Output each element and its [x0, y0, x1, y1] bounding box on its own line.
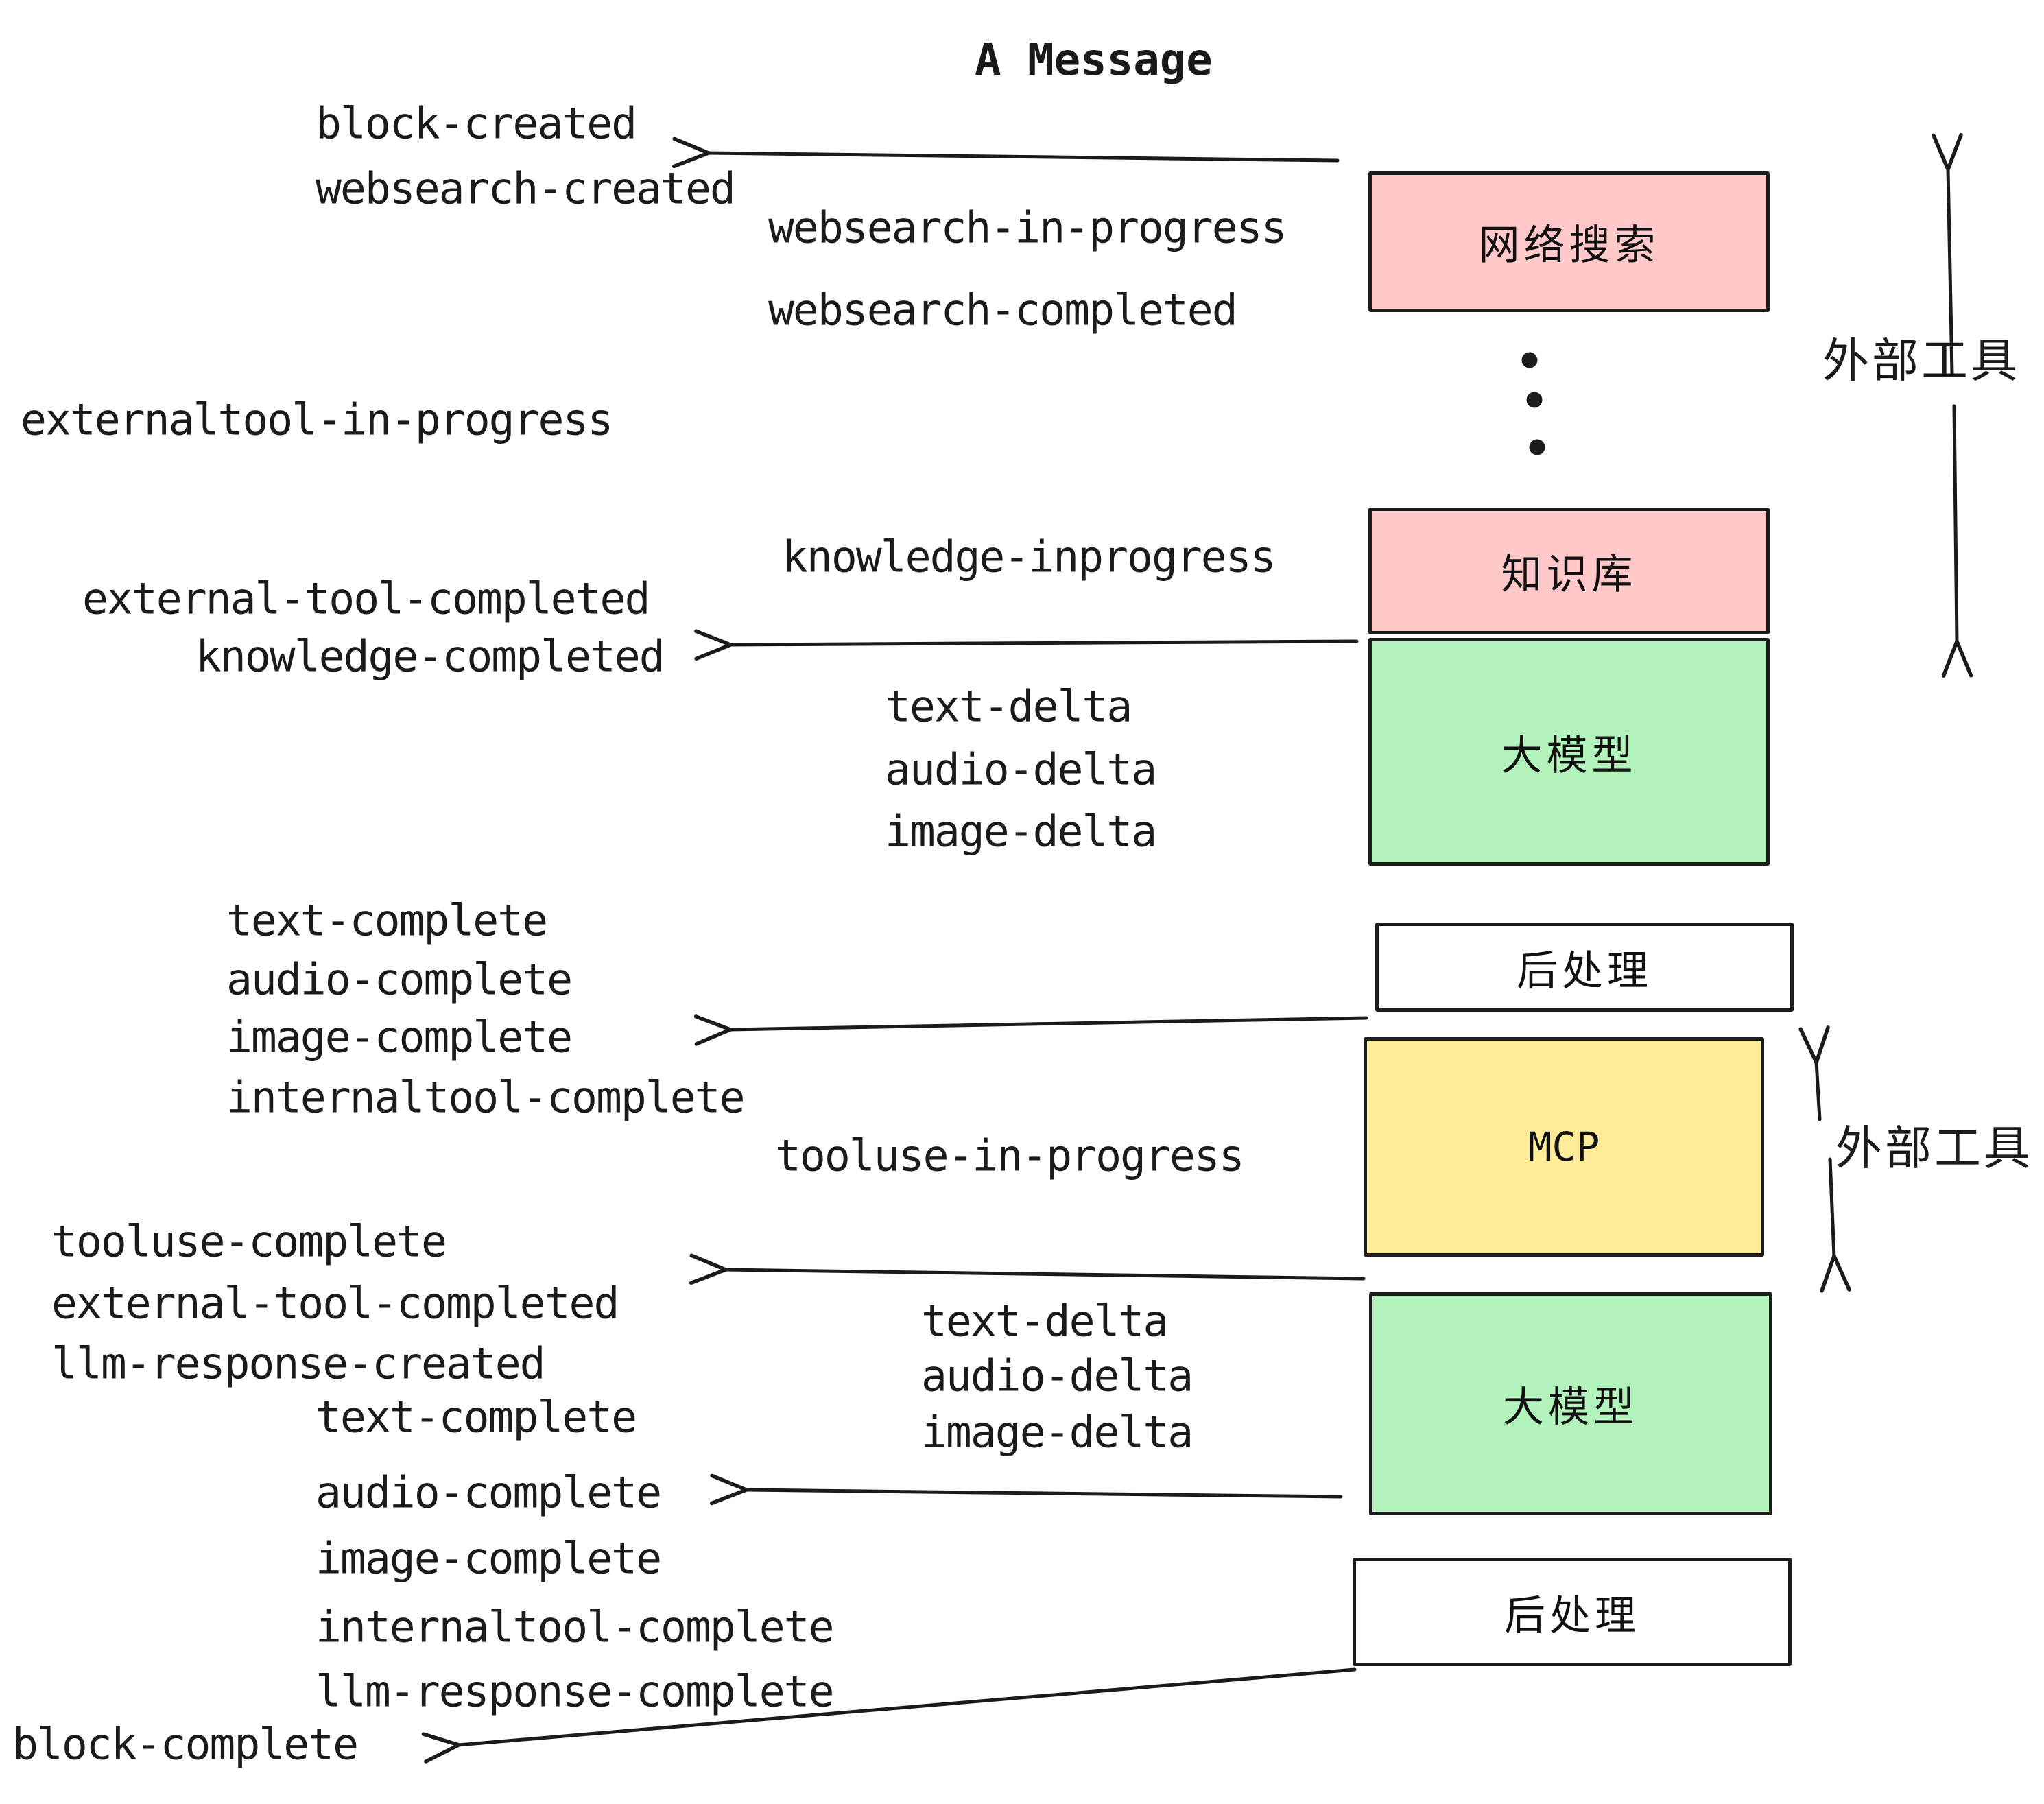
box-knowledge: 知识库 [1368, 508, 1770, 634]
arrow-mcp-to-toolusecomplete [689, 1253, 1366, 1285]
event-tooluse-in-progress: tooluse-in-progress [775, 1130, 1245, 1181]
arrow-post1-to-complete [693, 1014, 1368, 1046]
box-post-1-label: 后处理 [1517, 947, 1652, 994]
box-llm-2: 大模型 [1369, 1292, 1772, 1515]
event-internaltool-complete-2: internaltool-complete [316, 1602, 835, 1652]
event-external-tool-completed-2: external-tool-completed [51, 1278, 619, 1329]
event-websearch-created: websearch-created [316, 163, 736, 214]
event-text-delta-1: text-delta [885, 681, 1132, 732]
event-externaltool-in-progress: externaltool-in-progress [21, 394, 613, 445]
arrow-llm2-to-complete [710, 1473, 1343, 1506]
box-post-2-label: 后处理 [1504, 1592, 1640, 1639]
event-audio-delta-2: audio-delta [921, 1351, 1193, 1401]
event-external-tool-completed-1: external-tool-completed [82, 573, 650, 624]
box-websearch-label: 网络搜索 [1478, 222, 1660, 268]
box-llm-1-label: 大模型 [1501, 732, 1637, 779]
box-knowledge-label: 知识库 [1501, 551, 1637, 597]
event-internaltool-complete-1: internaltool-complete [226, 1072, 746, 1123]
event-llm-response-created: llm-response-created [51, 1338, 546, 1389]
event-audio-complete-1: audio-complete [226, 954, 573, 1005]
box-mcp-label: MCP [1528, 1124, 1600, 1170]
ellipsis-dot [1529, 439, 1545, 455]
box-llm-2-label: 大模型 [1503, 1384, 1639, 1430]
event-text-delta-2: text-delta [921, 1296, 1169, 1346]
diagram-title: A Message [975, 35, 1213, 86]
box-websearch: 网络搜索 [1368, 171, 1770, 312]
event-text-complete-1: text-complete [226, 895, 548, 946]
ellipsis-dot [1521, 352, 1538, 368]
event-audio-delta-1: audio-delta [885, 744, 1157, 795]
arrow-external-tools-mcp-up [1798, 1025, 1830, 1121]
event-audio-complete-2: audio-complete [316, 1467, 662, 1518]
event-image-delta-1: image-delta [885, 806, 1157, 857]
arrow-knowledge-to-completed [694, 629, 1359, 661]
box-llm-1: 大模型 [1368, 638, 1770, 866]
event-image-complete-1: image-complete [226, 1012, 573, 1063]
box-post-1: 后处理 [1375, 923, 1794, 1012]
arrow-websearch-to-created [672, 137, 1340, 169]
box-mcp: MCP [1364, 1037, 1764, 1257]
ellipsis-dot [1526, 392, 1543, 408]
arrow-external-tools-mcp-down [1820, 1157, 1851, 1293]
annotation-external-tools-top: 外部工具 [1822, 335, 2021, 388]
arrow-external-tools-top-down [1941, 404, 1973, 678]
event-block-created: block-created [316, 98, 637, 149]
event-knowledge-inprogress: knowledge-inprogress [782, 532, 1276, 582]
event-websearch-in-progress: websearch-in-progress [768, 202, 1287, 253]
event-block-complete: block-complete [12, 1719, 359, 1770]
event-llm-response-complete: llm-response-complete [316, 1666, 835, 1717]
event-knowledge-completed: knowledge-completed [195, 631, 665, 682]
event-tooluse-complete: tooluse-complete [51, 1216, 447, 1267]
event-image-delta-2: image-delta [921, 1407, 1193, 1458]
event-text-complete-2: text-complete [316, 1392, 637, 1443]
event-websearch-completed: websearch-completed [768, 285, 1238, 335]
event-image-complete-2: image-complete [316, 1533, 662, 1584]
box-post-2: 后处理 [1353, 1558, 1792, 1666]
annotation-external-tools-mcp: 外部工具 [1835, 1122, 2034, 1175]
